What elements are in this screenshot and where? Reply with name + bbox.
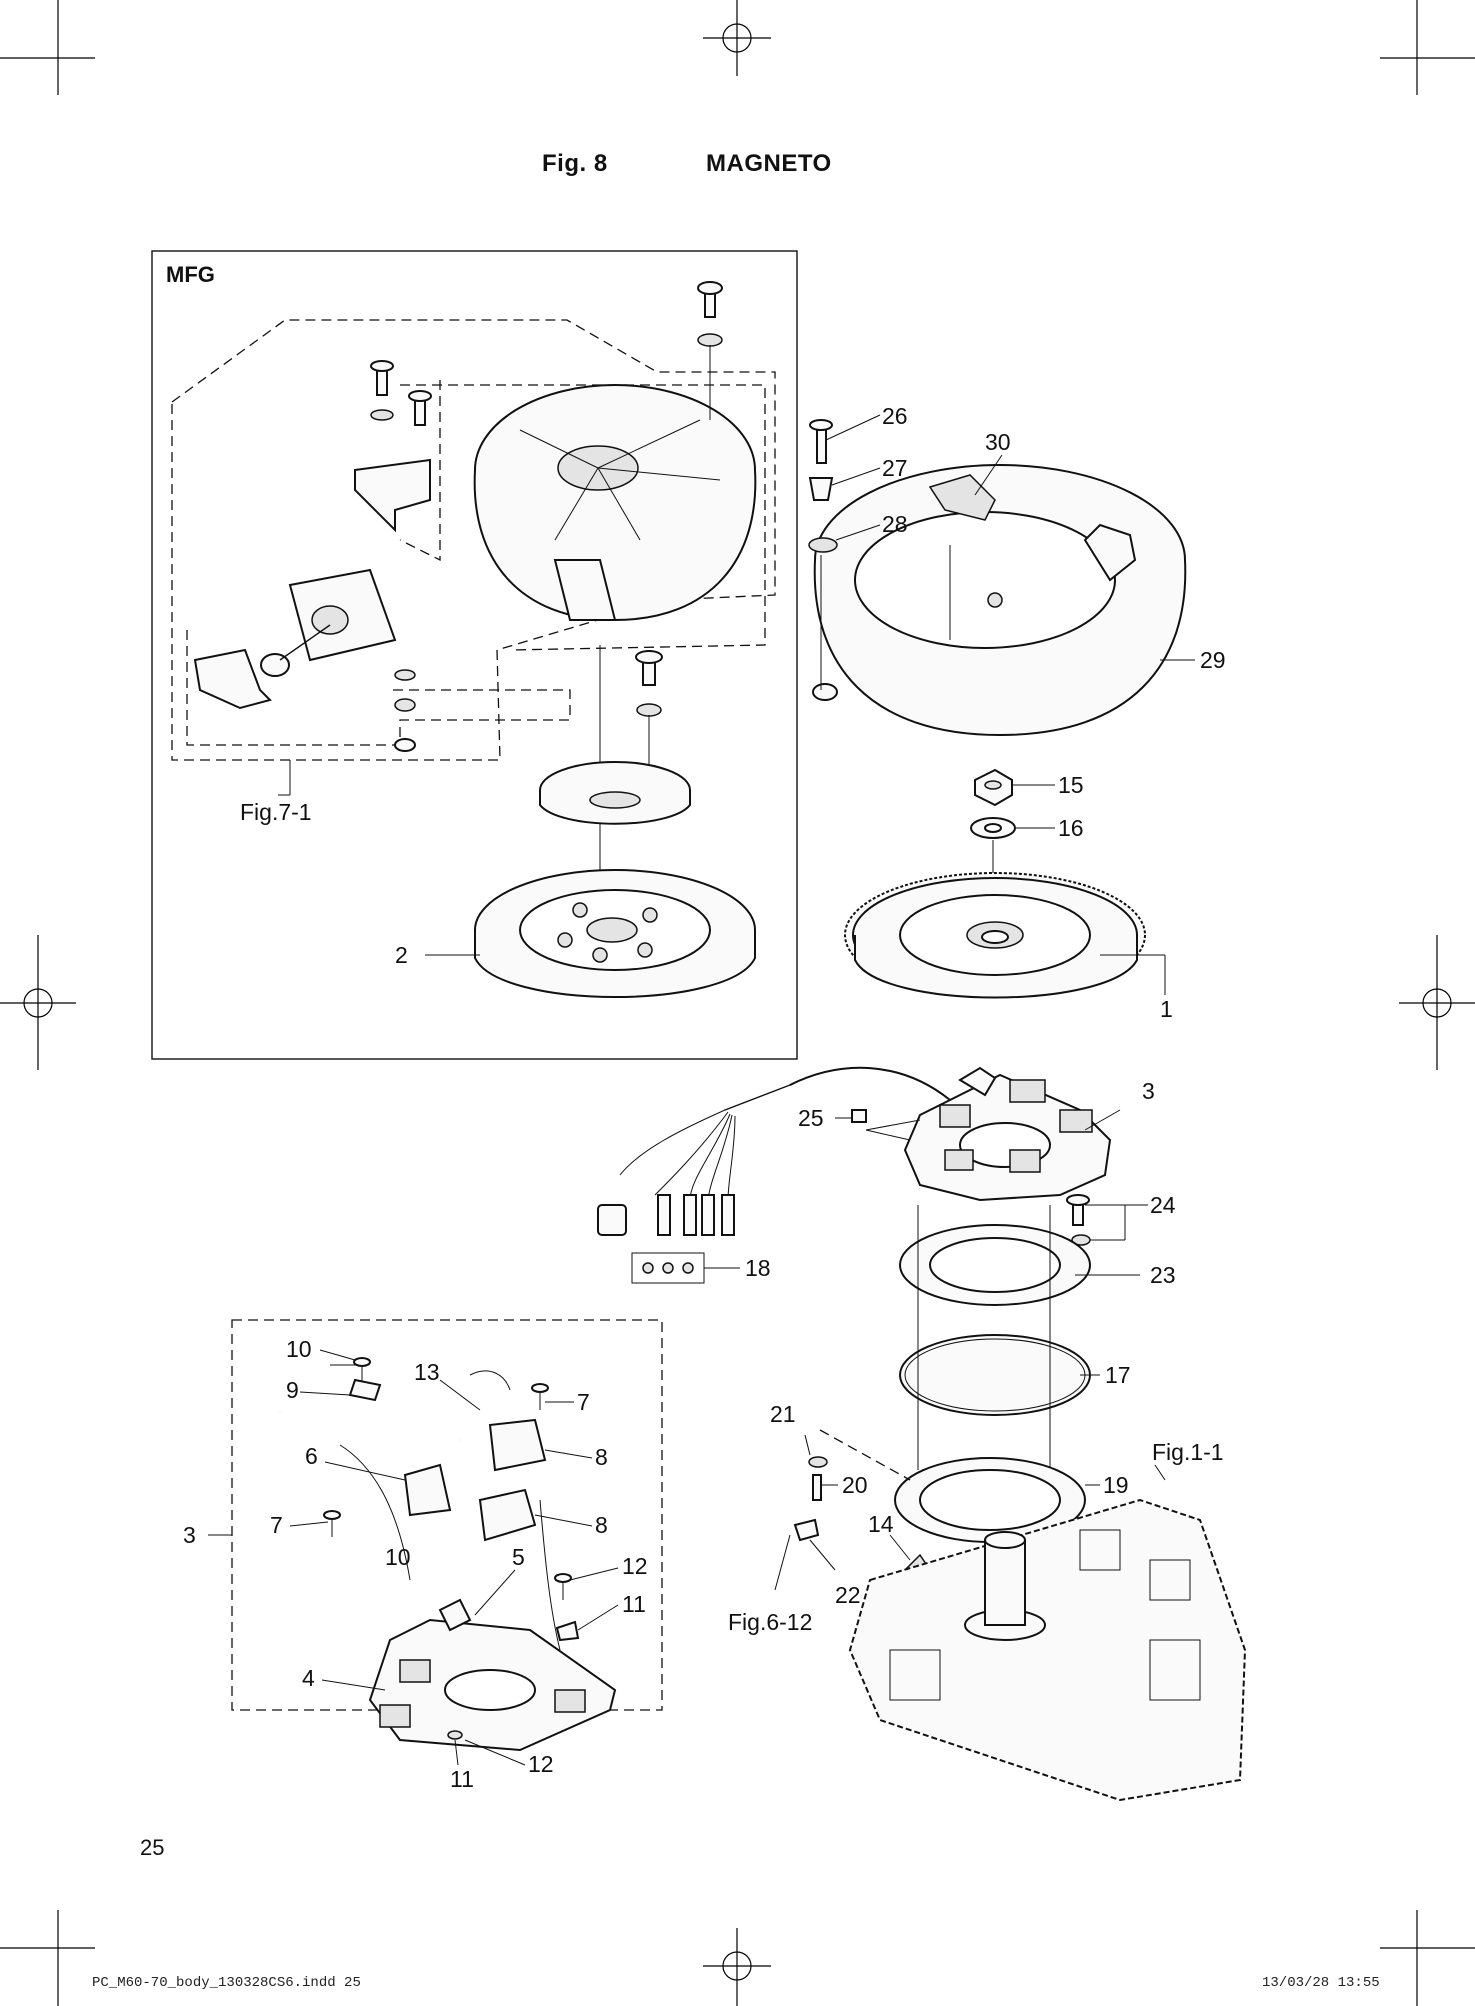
callout-30: 30 — [985, 429, 1011, 455]
callout-4: 4 — [302, 1665, 315, 1691]
callout-10a: 10 — [286, 1336, 312, 1362]
print-timestamp: 13/03/28 13:55 — [1262, 1975, 1380, 1991]
callout-8a: 8 — [595, 1444, 608, 1470]
callout-24: 24 — [1150, 1192, 1176, 1218]
callout-20: 20 — [842, 1472, 868, 1498]
mfg-label: MFG — [166, 262, 215, 287]
file-slug: PC_M60-70_body_130328CS6.indd 25 — [92, 1975, 361, 1991]
callout-14: 14 — [868, 1511, 894, 1537]
page-number: 25 — [140, 1835, 165, 1860]
mfg-fasteners — [370, 281, 723, 752]
callout-16: 16 — [1058, 815, 1084, 841]
callout-21: 21 — [770, 1401, 796, 1427]
callout-11b: 11 — [450, 1766, 474, 1792]
callout-9: 9 — [286, 1377, 299, 1403]
callout-15: 15 — [1058, 772, 1084, 798]
callout-12b: 12 — [528, 1751, 554, 1777]
stator-exploded-inset: 3 10 9 13 — [183, 1319, 663, 1792]
callout-3: 3 — [1142, 1078, 1155, 1104]
callout-8b: 8 — [595, 1512, 608, 1538]
ref-fig-7-1: Fig.7-1 — [240, 799, 312, 825]
callout-5: 5 — [512, 1544, 525, 1570]
callout-23: 23 — [1150, 1262, 1176, 1288]
figure-title: MAGNETO — [706, 150, 832, 177]
ref-fig-6-12: Fig.6-12 — [728, 1609, 812, 1635]
callout-26: 26 — [882, 403, 908, 429]
callout-3-inset: 3 — [183, 1522, 196, 1548]
callout-29: 29 — [1200, 647, 1226, 673]
callout-13: 13 — [414, 1359, 440, 1385]
callout-17: 17 — [1105, 1362, 1131, 1388]
callout-7a: 7 — [577, 1389, 590, 1415]
mfg-inset: MFG — [151, 250, 798, 1060]
flywheel-ring-gear — [844, 872, 1146, 999]
callout-19: 19 — [1103, 1472, 1129, 1498]
callout-27: 27 — [882, 455, 908, 481]
callout-7b: 7 — [270, 1512, 283, 1538]
stator-assembly — [903, 1066, 1112, 1202]
callout-11a: 11 — [622, 1591, 646, 1617]
figure-number: Fig. 8 — [542, 150, 608, 177]
crankcase-block — [848, 1498, 1247, 1802]
callout-10b: 10 — [385, 1544, 411, 1570]
callout-25: 25 — [798, 1105, 824, 1131]
callout-2: 2 — [395, 942, 408, 968]
callout-1: 1 — [1160, 996, 1173, 1022]
callout-12a: 12 — [622, 1553, 648, 1579]
callout-6: 6 — [305, 1443, 318, 1469]
callout-28: 28 — [882, 511, 908, 537]
flywheel-cover — [808, 419, 1187, 737]
callout-22: 22 — [835, 1582, 861, 1608]
ref-fig-1-1: Fig.1-1 — [1152, 1439, 1224, 1465]
callout-18: 18 — [745, 1255, 771, 1281]
